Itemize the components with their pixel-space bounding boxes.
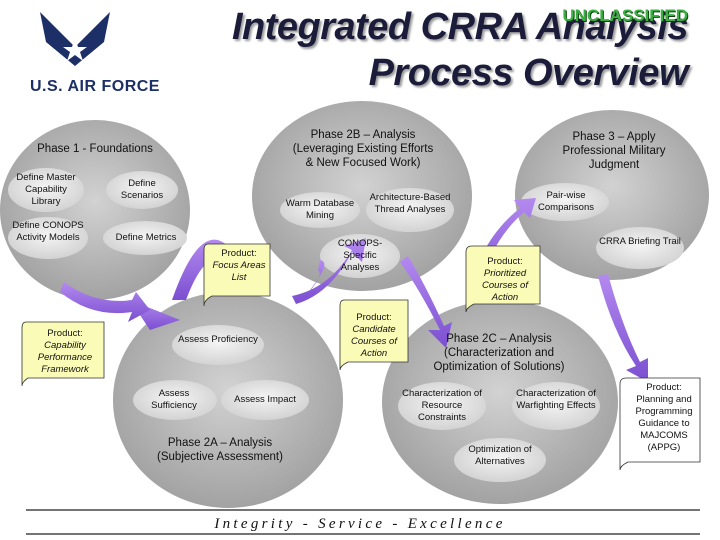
product-name: Prioritized Courses of Action — [482, 268, 528, 303]
phase1-item-oval — [106, 171, 178, 209]
flow-arrow-icon — [400, 256, 452, 348]
flow-arrow-icon — [598, 274, 648, 382]
product-scroll-capability-framework — [21, 321, 105, 387]
product-label: Product: — [356, 312, 392, 323]
phase1-item-conops-models: Define CONOPS Activity Models — [12, 220, 84, 243]
phase3-item-briefing-trail: CRRA Briefing Trail — [599, 236, 681, 247]
phase2a-item-oval — [221, 380, 309, 420]
phase3-item-pairwise: Pair-wise Comparisons — [538, 190, 594, 213]
flow-arrow-icon — [292, 238, 366, 304]
phase2b-ellipse — [252, 101, 472, 291]
phase2b-title: Phase 2B – Analysis (Leveraging Existing… — [292, 129, 434, 169]
phase1-item-master-capability: Define Master Capability Library — [16, 172, 76, 207]
air-force-wings-icon — [40, 12, 110, 66]
product-label: Product: — [646, 382, 682, 393]
phase2c-item-oval — [398, 382, 486, 430]
phase2a-item-impact: Assess Impact — [234, 394, 296, 405]
product-name: Focus Areas List — [212, 260, 266, 283]
flow-arrows — [60, 198, 648, 382]
product-focus-areas: Product: Focus Areas List — [208, 248, 270, 284]
phase2a-item-oval — [172, 325, 264, 365]
phase1-item-scenarios: Define Scenarios — [120, 178, 164, 201]
product-scroll-focus-areas — [203, 243, 271, 307]
product-guidance: Product: Planning and Programming Guidan… — [626, 382, 702, 454]
phase2a-item-proficiency: Assess Proficiency — [178, 334, 258, 345]
product-name: Planning and Programming Guidance to MAJ… — [635, 394, 693, 453]
classification-banner: UNCLASSIFIED — [562, 6, 688, 25]
phase2a-item-oval — [133, 380, 217, 420]
phase1-item-metrics: Define Metrics — [115, 232, 177, 243]
product-scroll-prioritized-coa — [465, 245, 541, 313]
phase1-item-oval — [8, 168, 84, 212]
air-force-logo-text: U.S. AIR FORCE — [30, 78, 160, 95]
phase2c-item-warfighting-effects: Characterization of Warfighting Effects — [516, 388, 596, 411]
phase2b-item-warm-database: Warm Database Mining — [285, 198, 355, 221]
product-label: Product: — [221, 248, 257, 259]
product-capability-framework: Product: Capability Performance Framewor… — [26, 328, 104, 376]
product-scrolls — [21, 243, 701, 471]
flow-arrow-icon — [60, 282, 150, 322]
phase2c-item-oval — [512, 382, 600, 430]
phase2c-item-resource-constraints: Characterization of Resource Constraints — [402, 388, 482, 423]
air-force-star-icon — [63, 38, 87, 61]
phase3-title: Phase 3 – Apply Professional Military Ju… — [562, 131, 666, 171]
phase2c-item-oval — [454, 438, 546, 482]
phase2b-item-oval — [280, 192, 360, 228]
phase2b-item-architecture: Architecture-Based Thread Analyses — [369, 192, 451, 215]
phase2c-item-optimization: Optimization of Alternatives — [468, 444, 532, 467]
phase2c-ellipse — [382, 300, 618, 504]
phase2a-item-sufficiency: Assess Sufficiency — [151, 388, 197, 411]
product-label: Product: — [47, 328, 83, 339]
product-name: Candidate Courses of Action — [351, 324, 397, 359]
phase2c-title: Phase 2C – Analysis (Characterization an… — [433, 333, 565, 373]
product-label: Product: — [487, 256, 523, 267]
product-name: Capability Performance Framework — [37, 340, 93, 375]
phase3-item-oval — [596, 227, 684, 269]
product-scroll-candidate-coa — [339, 299, 409, 371]
phase1-title: Phase 1 - Foundations — [37, 143, 153, 155]
phase3-item-oval — [521, 183, 609, 221]
footer-motto: Integrity - Service - Excellence — [214, 516, 506, 532]
phase2b-item-oval — [366, 188, 454, 232]
product-scroll-guidance — [619, 377, 701, 471]
air-force-logo — [40, 12, 110, 66]
phase2a-title: Phase 2A – Analysis (Subjective Assessme… — [157, 437, 283, 463]
page-title-line1: Integrated CRRA Analysis — [231, 6, 689, 48]
page-title-line2: Process Overview — [368, 52, 689, 94]
flow-arrow-icon — [296, 260, 325, 306]
product-candidate-coa: Product: Candidate Courses of Action — [340, 312, 408, 360]
phase2b-item-conops-specific: CONOPS-Specific Analyses — [337, 238, 383, 273]
product-prioritized-coa: Product: Prioritized Courses of Action — [470, 256, 540, 304]
phase1-item-oval — [8, 217, 88, 259]
phase1-item-oval — [103, 221, 187, 255]
